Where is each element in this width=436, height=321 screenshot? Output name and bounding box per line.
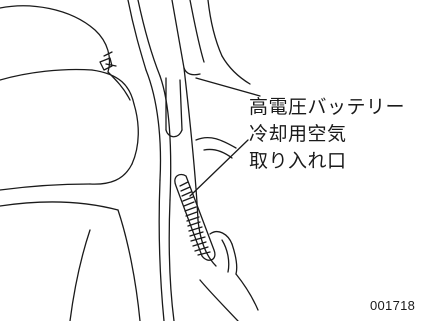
callout-label: 高電圧バッテリー 冷却用空気 取り入れ口 bbox=[249, 94, 435, 175]
seat-cushion-outline bbox=[0, 201, 141, 321]
callout-leader-line bbox=[189, 139, 249, 197]
air-intake-vent bbox=[174, 173, 216, 261]
callout-line-1: 高電圧バッテリー bbox=[249, 96, 406, 118]
callout-line-2: 冷却用空気 bbox=[249, 123, 347, 145]
seat-back-outline bbox=[0, 5, 139, 191]
seat-hinge bbox=[99, 51, 117, 71]
side-trim-panel bbox=[195, 136, 259, 321]
callout-line-3: 取り入れ口 bbox=[249, 150, 347, 172]
pillar-trim bbox=[127, 0, 183, 321]
body-upper-lines bbox=[171, 0, 261, 267]
figure-reference-code: 001718 bbox=[370, 298, 416, 313]
